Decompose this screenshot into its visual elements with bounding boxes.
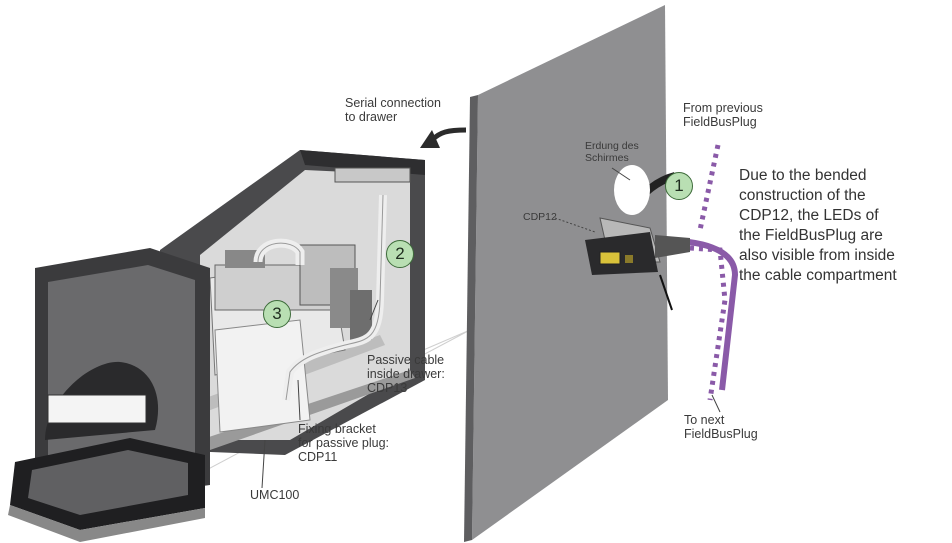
leader-lines — [261, 167, 721, 489]
callout-2: 2 — [386, 240, 414, 268]
cdp12-plug — [585, 217, 690, 275]
serial-connection-arrow — [430, 127, 467, 142]
umc100-device — [209, 244, 372, 433]
drawer-front — [8, 248, 210, 542]
earthing-opening — [614, 165, 650, 215]
label-umc100: UMC100 — [250, 488, 300, 502]
label-cdp12: CDP12 — [523, 211, 557, 223]
callout-3: 3 — [263, 300, 291, 328]
partition-panel — [464, 5, 668, 542]
callout-1: 1 — [665, 172, 693, 200]
label-explanation: Due to the bended construction of the CD… — [739, 167, 897, 284]
